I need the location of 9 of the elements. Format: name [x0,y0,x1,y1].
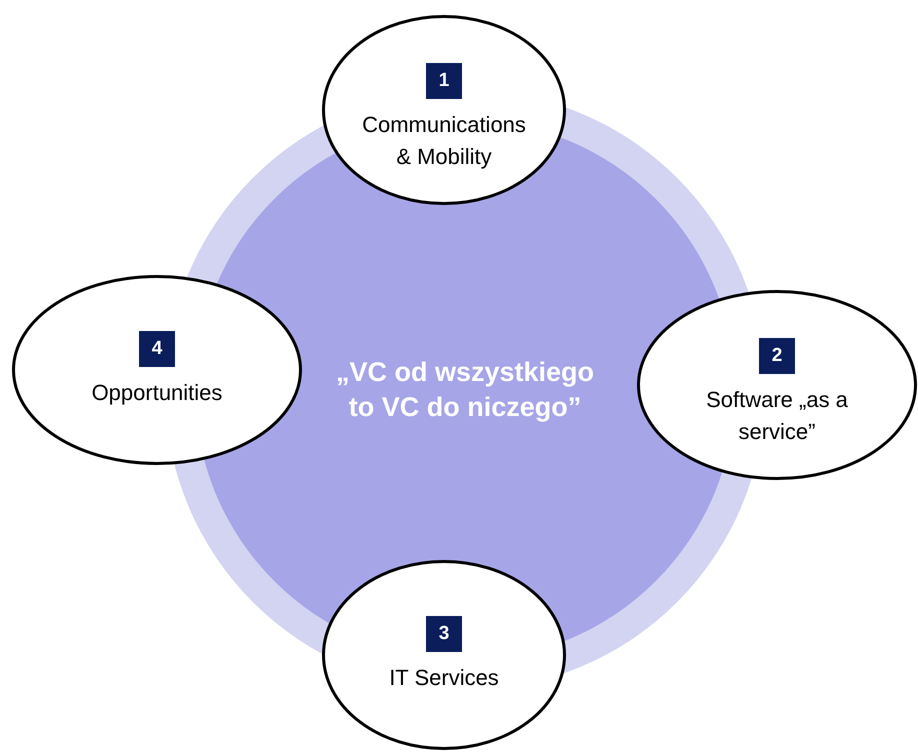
topic-label: IT Services [389,664,499,692]
topic-label: Software „as a service” [705,386,849,446]
number-badge: 1 [426,63,462,100]
number-badge: 4 [139,331,175,368]
topic-label: Communications & Mobility [361,111,527,171]
number-badge: 3 [426,616,462,652]
center-statement: „VC od wszystkiego to VC do niczego” [334,356,596,424]
number-badge: 2 [759,338,795,374]
topic-label: Opportunities [92,379,222,408]
